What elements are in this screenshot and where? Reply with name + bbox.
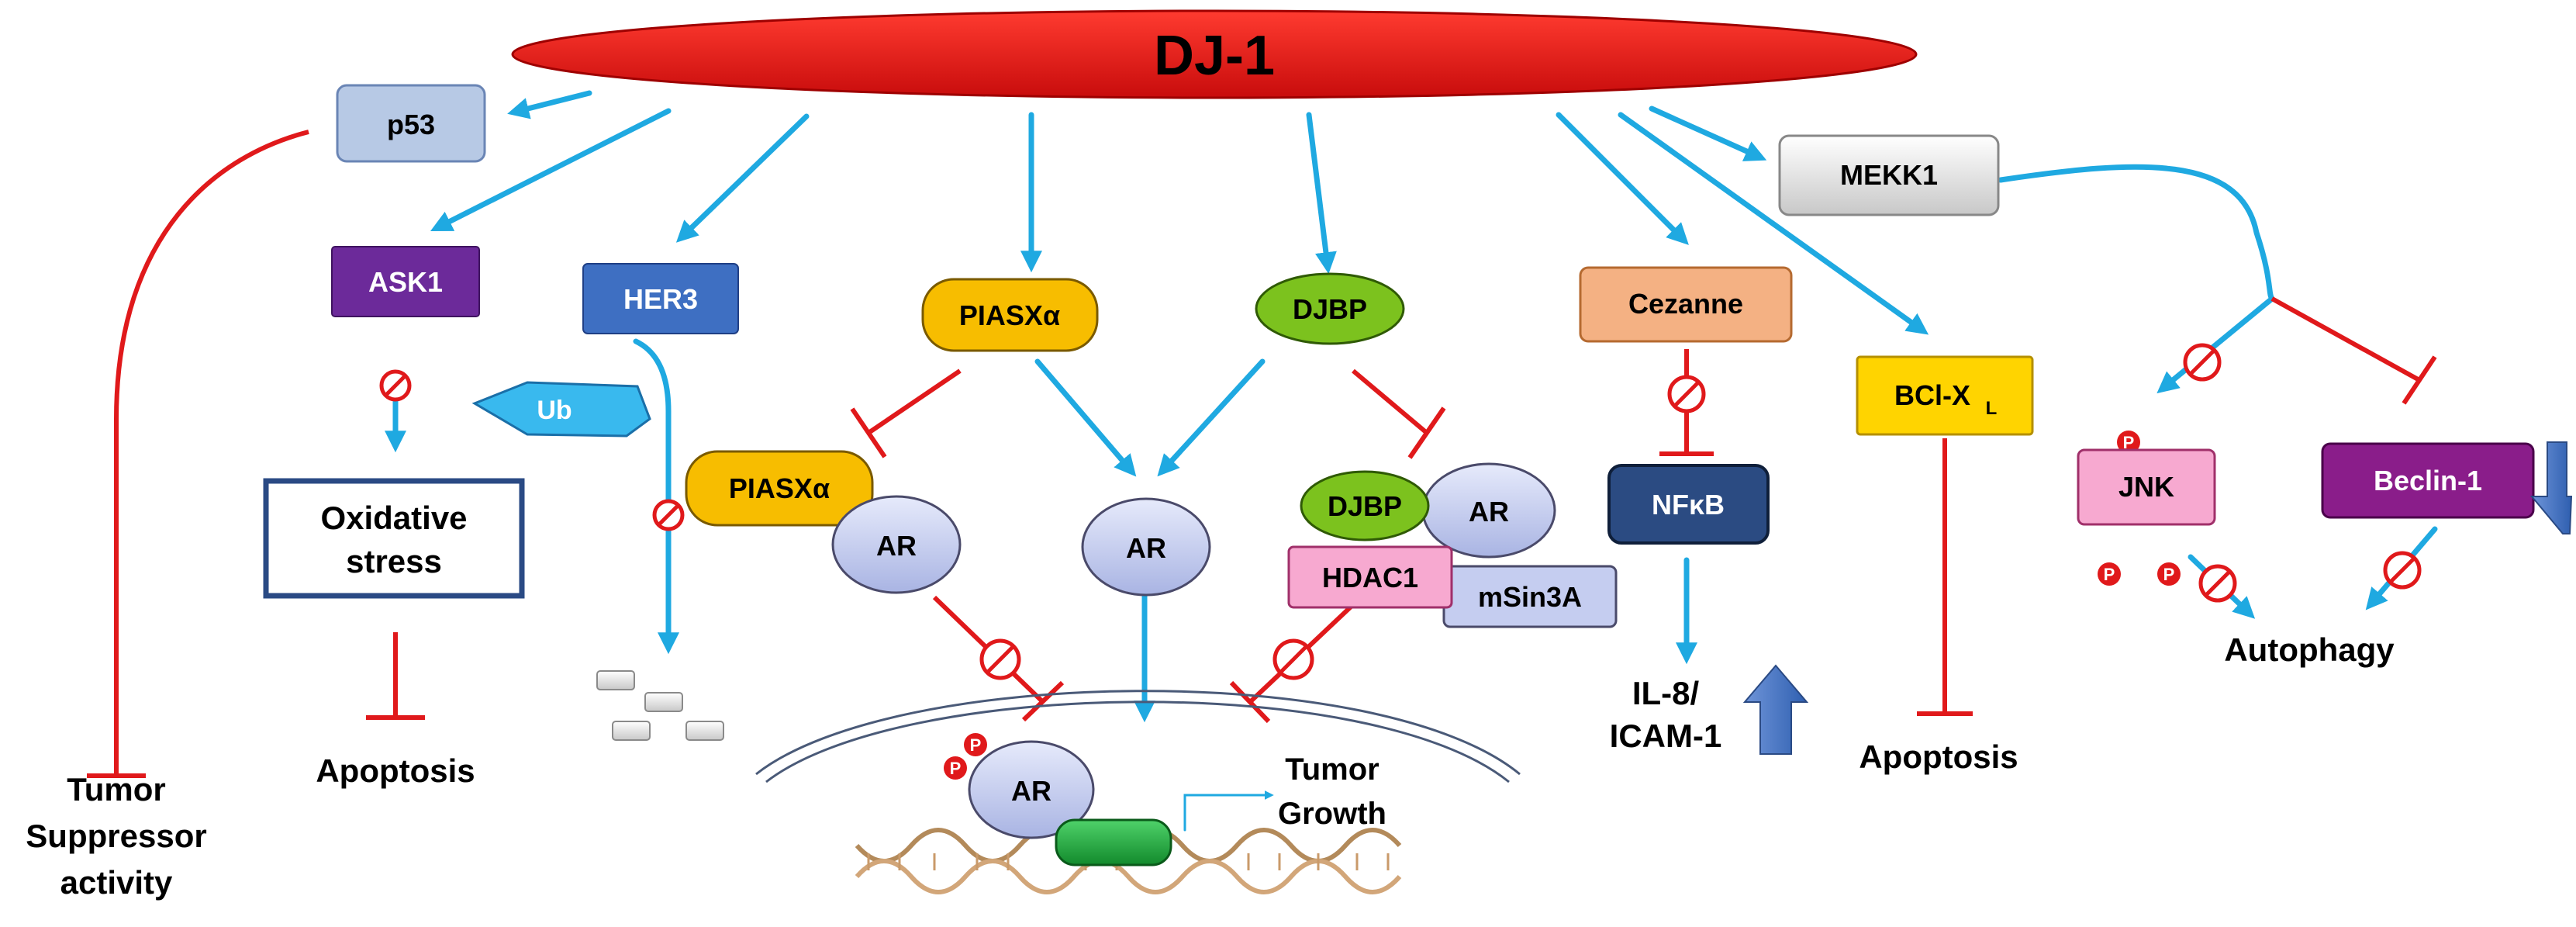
beclin1-label: Beclin-1: [2374, 465, 2482, 496]
mekk1-label: MEKK1: [1840, 159, 1938, 191]
cezanne-node: Cezanne: [1579, 266, 1793, 343]
arrow-dj1-her3: [675, 113, 810, 243]
djbp-node: DJBP: [1255, 272, 1405, 345]
bclxl-subscript: L: [1986, 398, 1998, 419]
phospho-icon: P: [2157, 562, 2181, 586]
djbp-ar-complex: AR DJBP mSin3A HDAC1: [1287, 462, 1618, 628]
svg-text:P: P: [970, 735, 982, 755]
svg-text:P: P: [950, 759, 962, 778]
svg-text:P: P: [2104, 565, 2115, 584]
phospho-icon: P: [2117, 431, 2140, 454]
arrow-dj1-mekk1: [1649, 105, 1767, 161]
tumor-suppressor-label-1: Tumor: [67, 771, 166, 808]
mekk1-node: MEKK1: [1778, 134, 2000, 216]
block-icon-jnk: [2183, 343, 2222, 382]
phospho-icon: P: [964, 733, 987, 756]
block-icon-djbp-nucleus: [1272, 638, 1314, 680]
nuclear-membrane: [755, 690, 1521, 783]
nfkb-node: NFκB: [1607, 464, 1770, 545]
arrow-mekk1-curve: [1998, 164, 2275, 302]
down-arrow-icon: [2529, 441, 2573, 534]
djbp-label: DJBP: [1293, 293, 1367, 325]
autophagy-label: Autophagy: [2224, 631, 2395, 668]
hdac1-label: HDAC1: [1322, 562, 1418, 593]
oxidative-label-1: Oxidative: [320, 500, 467, 536]
ubiquitin-tag: Ub: [471, 381, 651, 438]
ar-right-label: AR: [1469, 496, 1509, 527]
beclin1-node: Beclin-1: [2321, 442, 2535, 519]
ar-center-label: AR: [1126, 532, 1166, 564]
ub-label: Ub: [537, 396, 571, 425]
ar-left-label: AR: [876, 530, 917, 562]
degradation-fragments: [596, 670, 724, 741]
arrow-ub-degradation: [633, 338, 679, 655]
oxidative-label-2: stress: [346, 543, 442, 579]
block-symbols: [379, 343, 2422, 680]
piasx-bound-label: PIASXα: [729, 472, 830, 504]
svg-text:P: P: [2123, 433, 2135, 452]
tumor-suppressor-label-2: Suppressor: [26, 818, 206, 854]
piasx-node: PIASXα: [921, 278, 1099, 352]
block-icon-jnk-autophagy: [2198, 564, 2237, 603]
jnk-node: JNK: [2077, 448, 2216, 526]
inhibit-piasx-complex: [867, 368, 962, 435]
her3-label: HER3: [623, 283, 698, 315]
arrow-dj1-bclxl: [1618, 112, 1929, 335]
ask1-label: ASK1: [368, 266, 443, 298]
arrow-dj1-djbp: [1306, 112, 1337, 275]
inhibit-p53-tumor-suppressor: [114, 130, 309, 776]
dna-promoter: [1055, 818, 1172, 866]
piasx-ar-complex: PIASXα AR: [685, 450, 962, 594]
tumor-growth-label-2: Growth: [1278, 797, 1386, 831]
ar-center-node: AR: [1081, 497, 1211, 597]
phospho-icon: P: [2098, 562, 2121, 586]
cezanne-label: Cezanne: [1628, 288, 1743, 320]
arrow-dj1-ask1: [430, 108, 672, 232]
il8-label-1: IL-8/: [1632, 675, 1700, 711]
bclxl-node: BCl-X L: [1856, 355, 2034, 436]
arrow-dj1-p53: [507, 90, 592, 119]
tumor-growth-label-1: Tumor: [1285, 752, 1379, 787]
apoptosis-right-label: Apoptosis: [1859, 738, 2018, 775]
dj1-node: DJ-1: [511, 9, 1918, 99]
arrow-transcription: [1183, 790, 1274, 832]
ar-nucleus-node: AR: [968, 740, 1095, 839]
inhibit-djbp-complex: [1352, 368, 1428, 435]
block-icon-beclin-autophagy: [2383, 551, 2422, 590]
tumor-suppressor-label-3: activity: [60, 864, 173, 901]
arrow-djbp-ar: [1157, 358, 1266, 477]
nfkb-label: NFκB: [1652, 489, 1725, 521]
her3-node: HER3: [582, 263, 739, 334]
il8-label-2: ICAM-1: [1610, 718, 1722, 754]
jnk-label: JNK: [2118, 471, 2174, 503]
p53-node: p53: [336, 84, 486, 163]
dj1-label: DJ-1: [1154, 25, 1275, 87]
msin3a-label: mSin3A: [1478, 581, 1582, 613]
bclxl-label: BCl-X: [1894, 379, 1970, 411]
inhibit-mekk1-beclin: [2270, 296, 2421, 382]
piasx-label: PIASXα: [959, 299, 1060, 331]
block-icon-ask1: [379, 369, 412, 402]
p53-label: p53: [387, 109, 435, 140]
arrow-dj1-cezanne: [1556, 112, 1689, 245]
up-arrow-icon: [1742, 664, 1809, 755]
block-icon-cezanne: [1667, 375, 1706, 413]
apoptosis-left-label: Apoptosis: [316, 752, 475, 789]
ask1-node: ASK1: [331, 246, 480, 317]
arrow-mekk1-jnk: [2156, 296, 2275, 394]
ar-nucleus-label: AR: [1011, 775, 1051, 807]
svg-text:P: P: [2163, 565, 2175, 584]
arrow-piasx-ar: [1034, 358, 1137, 477]
block-icon-piasx-nucleus: [979, 638, 1021, 680]
oxidative-stress-box: Oxidative stress: [263, 478, 525, 599]
block-icon-her3: [652, 499, 685, 531]
phosphate-groups: P P P P P: [944, 431, 2181, 780]
djbp-bound-label: DJBP: [1328, 490, 1402, 522]
phospho-icon: P: [944, 756, 967, 780]
